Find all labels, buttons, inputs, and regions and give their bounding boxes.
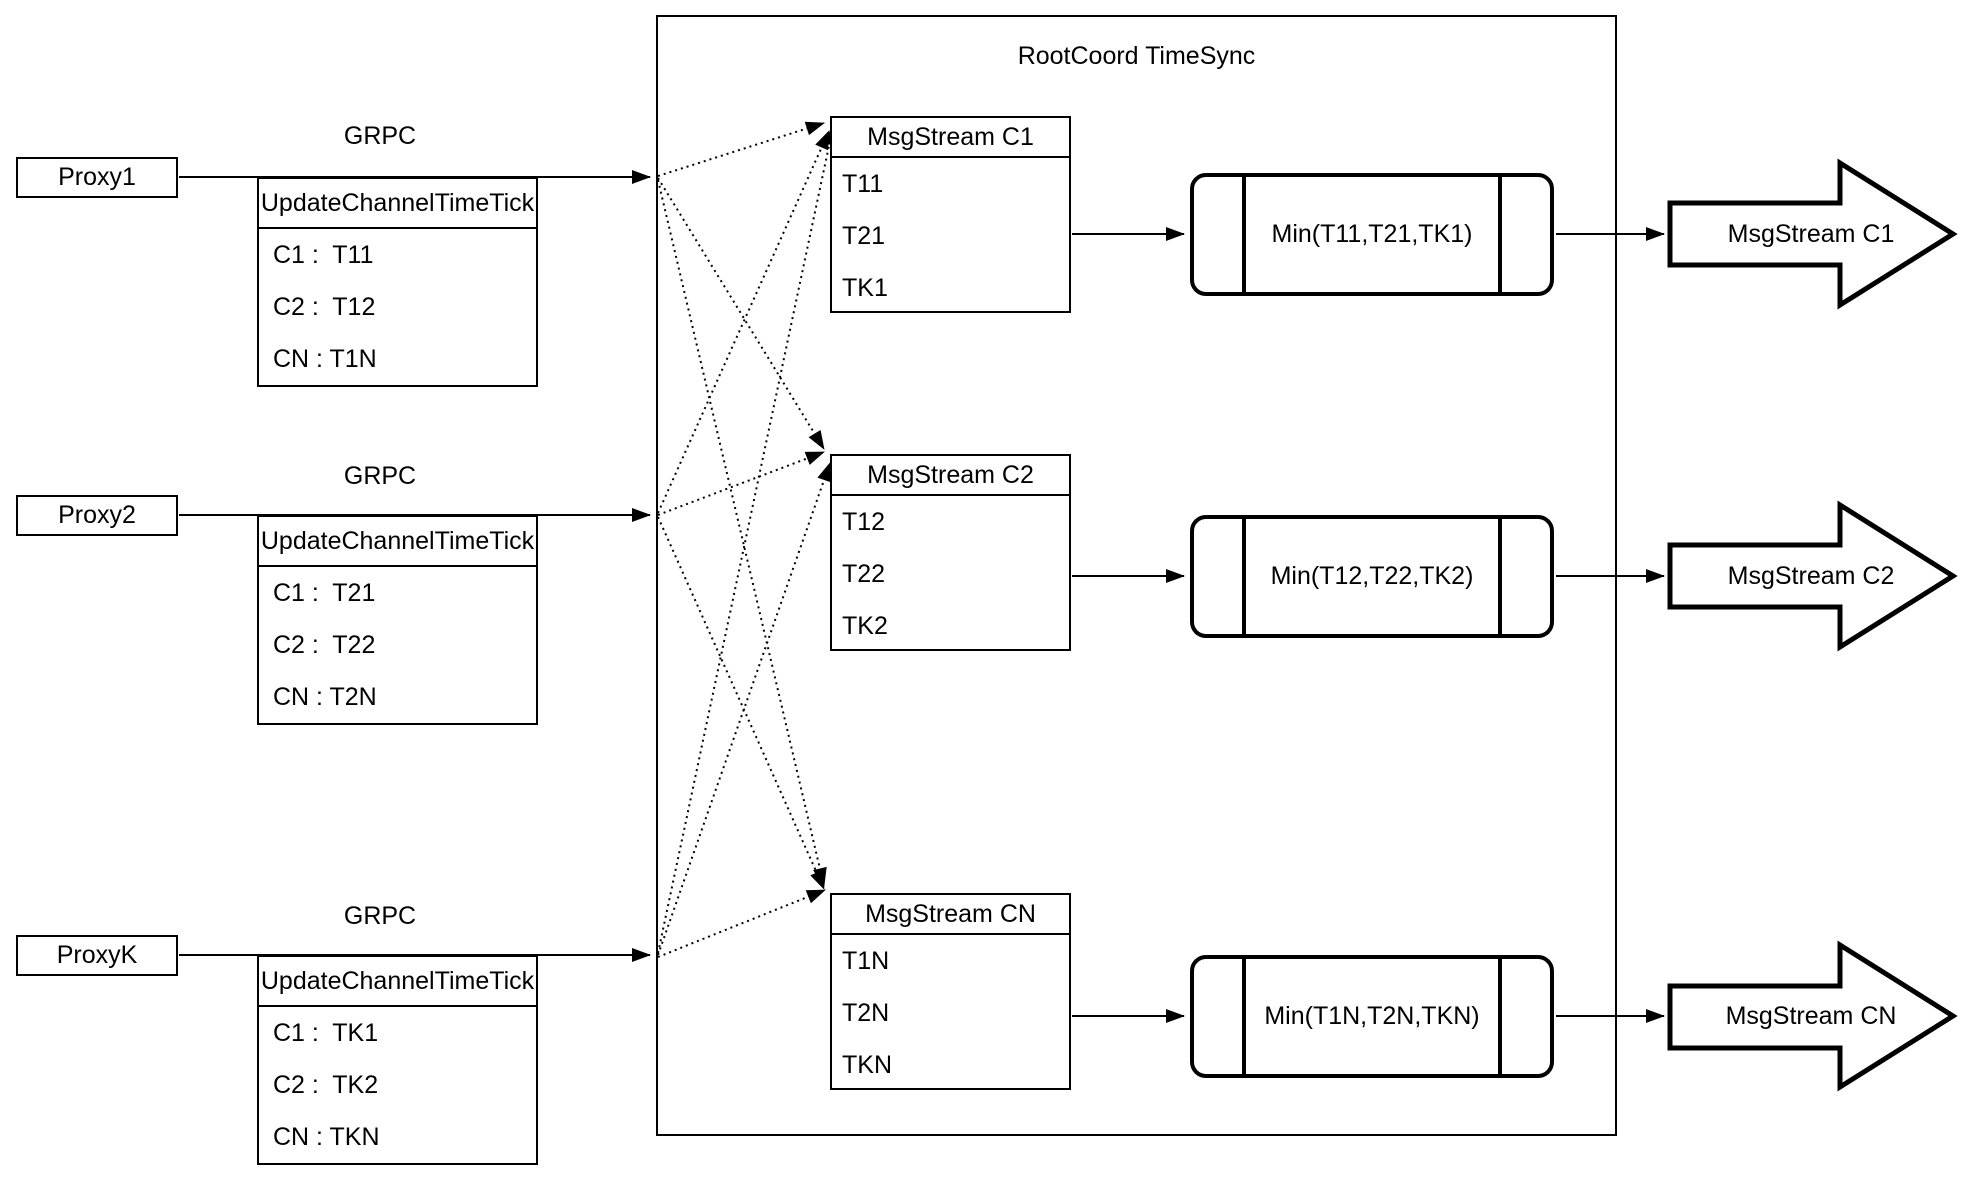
table-row: C1 : TK1 [273,1018,379,1047]
grpc-label-proxy2: GRPC [343,461,417,490]
queue-divider [1242,177,1246,292]
rootcoord-box [656,15,1617,1136]
table-row: CN : T1N [273,344,377,373]
msgstream-table-c1: MsgStream C1 T11 T21 TK1 [830,116,1071,313]
fanout-p2-cn [657,516,825,890]
msgstream-table-c2: MsgStream C2 T12 T22 TK2 [830,454,1071,651]
table-row: C2 : TK2 [273,1070,379,1099]
proxy2-box: Proxy2 [16,495,178,536]
output-arrow-label-c2: MsgStream C2 [1727,561,1895,590]
table-row: T1N [842,946,890,975]
table-row: C1 : T21 [273,578,376,607]
output-arrow-shape-c2 [1667,500,1958,652]
fanout-p1-cn [657,179,827,887]
table-row: C1 : T11 [273,240,374,269]
fanout-p1-c1 [657,121,825,177]
grpc-label-proxyk: GRPC [343,901,417,930]
queue-divider [1498,177,1502,292]
queue-divider [1242,959,1246,1074]
proxyk-ticktable-header: UpdateChannelTimeTick [259,957,536,1007]
proxy1-label: Proxy1 [58,163,136,191]
fanout-p2-c1 [657,130,830,514]
proxyk-box: ProxyK [16,935,178,976]
table-row: T12 [842,507,886,536]
table-row: C2 : T12 [273,292,376,321]
fanout-arrows [657,121,837,958]
output-arrow-shape-c1 [1667,158,1958,310]
proxy2-ticktable-header: UpdateChannelTimeTick [259,517,536,567]
table-row: TK2 [842,611,888,640]
queue-divider [1498,959,1502,1074]
output-arrow-label-c1: MsgStream C1 [1727,219,1895,248]
msgstream-c1-header: MsgStream C1 [832,118,1069,158]
queue-divider [1242,519,1246,634]
min-label-c1: Min(T11,T21,TK1) [1271,220,1473,248]
min-label-cn: Min(T1N,T2N,TKN) [1264,1002,1480,1030]
msgstream-cn-header: MsgStream CN [832,895,1069,935]
proxyk-label: ProxyK [56,941,138,969]
min-queue-c1: Min(T11,T21,TK1) [1190,173,1554,296]
table-row: T2N [842,998,890,1027]
table-row: C2 : T22 [273,630,376,659]
grpc-label-proxy1: GRPC [343,121,417,150]
table-row: T11 [842,169,884,198]
proxy2-label: Proxy2 [58,501,136,529]
fanout-pk-c1 [657,126,837,954]
proxy1-ticktable: UpdateChannelTimeTick C1 : T11 C2 : T12 … [257,177,538,387]
proxyk-ticktable: UpdateChannelTimeTick C1 : TK1 C2 : TK2 … [257,955,538,1165]
table-row: T22 [842,559,886,588]
table-row: T21 [842,221,886,250]
min-queue-cn: Min(T1N,T2N,TKN) [1190,955,1554,1078]
table-row: CN : TKN [273,1122,380,1151]
rootcoord-title: RootCoord TimeSync [1017,42,1256,70]
fanout-p1-c2 [657,177,825,450]
proxy2-ticktable: UpdateChannelTimeTick C1 : T21 C2 : T22 … [257,515,538,725]
table-row: CN : T2N [273,682,377,711]
output-arrow-label-cn: MsgStream CN [1725,1001,1897,1030]
output-arrow-shape-cn [1667,940,1958,1092]
proxy1-box: Proxy1 [16,157,178,198]
proxy1-ticktable-header: UpdateChannelTimeTick [259,179,536,229]
queue-divider [1498,519,1502,634]
table-row: TKN [842,1050,892,1079]
msgstream-table-cn: MsgStream CN T1N T2N TKN [830,893,1071,1090]
msgstream-c2-header: MsgStream C2 [832,456,1069,496]
table-row: TK1 [842,273,888,302]
min-label-c2: Min(T12,T22,TK2) [1270,562,1474,590]
min-queue-c2: Min(T12,T22,TK2) [1190,515,1554,638]
